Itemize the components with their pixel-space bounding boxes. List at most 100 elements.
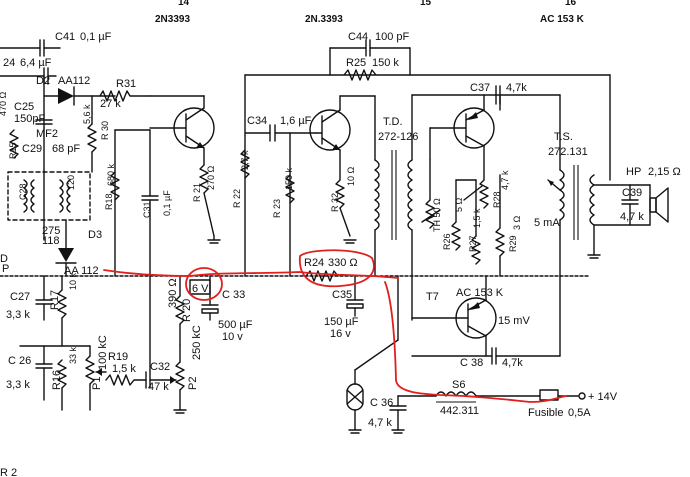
svg-text:C25: C25 [14, 101, 34, 113]
svg-text:+ 14V: + 14V [588, 391, 618, 403]
svg-text:C31: C31 [142, 201, 152, 218]
svg-text:D2: D2 [36, 75, 50, 87]
svg-text:R 22: R 22 [232, 189, 242, 208]
svg-text:R 23: R 23 [272, 199, 282, 218]
td-transformer: T.D. 272-126 [374, 94, 418, 321]
svg-text:C41: C41 [55, 31, 75, 43]
svg-text:16 v: 16 v [330, 328, 351, 340]
svg-text:100 kC: 100 kC [97, 335, 109, 370]
svg-text:AC 153 K: AC 153 K [456, 287, 504, 299]
svg-text:330 Ω: 330 Ω [328, 257, 358, 269]
r16-resistor: R16 33 k [51, 346, 78, 411]
svg-text:T.S.: T.S. [554, 131, 573, 143]
svg-text:TH 50 Ω: TH 50 Ω [432, 198, 442, 232]
p2-potentiometer: P2 250 kC [170, 325, 203, 414]
mf2-transformer: MF2 C29 68 pF C28 120 [7, 128, 91, 241]
c35-capacitor: C35 150 µF 16 v [324, 275, 364, 340]
transistor-type-3: AC 153 K [540, 14, 585, 25]
svg-text:390 Ω: 390 Ω [167, 278, 179, 308]
d3-diode: 275 118 D3 AA 112 D P [0, 219, 102, 277]
r21-resistor: R 21 270 Ω [192, 164, 221, 244]
svg-text:150 k: 150 k [284, 167, 294, 190]
svg-text:0,1 µF: 0,1 µF [80, 31, 112, 43]
svg-text:1,6 µF: 1,6 µF [280, 115, 312, 127]
r30-resistor: 5,6 k R 30 [82, 95, 110, 173]
svg-text:T7: T7 [426, 291, 439, 303]
svg-text:150 k: 150 k [372, 57, 399, 69]
svg-text:6,4 µF: 6,4 µF [20, 57, 52, 69]
c44-capacitor: C44 100 pF [329, 31, 411, 76]
svg-text:272.131: 272.131 [548, 146, 588, 158]
red-annotation [103, 249, 567, 403]
svg-text:P: P [2, 263, 9, 275]
svg-text:3 Ω: 3 Ω [512, 215, 522, 230]
corner-label: R 2 [0, 467, 17, 477]
svg-text:47 k: 47 k [148, 381, 169, 393]
transistor-t7: T7 AC 153 K 15 mV [411, 275, 530, 357]
svg-text:0,5A: 0,5A [568, 407, 591, 419]
svg-text:P1: P1 [91, 377, 103, 390]
svg-text:MF2: MF2 [36, 128, 58, 140]
transistor-type-1: 2N3393 [155, 14, 190, 25]
c38-capacitor: C 38 4,7k [411, 275, 561, 369]
svg-text:P2: P2 [187, 377, 199, 390]
c34-capacitor: C34 1,6 µF [244, 115, 317, 142]
collector-rail [149, 74, 611, 277]
c41-capacitor: C41 0,1 µF [0, 31, 112, 57]
svg-text:R26: R26 [442, 233, 452, 250]
svg-text:R24: R24 [304, 257, 324, 269]
svg-text:15 mV: 15 mV [498, 315, 530, 327]
svg-text:R 30: R 30 [100, 121, 110, 140]
svg-text:275: 275 [42, 225, 60, 237]
svg-text:27 k: 27 k [100, 98, 121, 110]
svg-text:R18: R18 [104, 193, 114, 210]
r17-resistor: R17 10 k [49, 272, 78, 347]
c26-capacitor: C 26 3,3 k [6, 345, 91, 401]
r32-resistor: R 32 10 Ω [330, 166, 357, 244]
svg-text:R31: R31 [116, 78, 136, 90]
d2-diode: D2 AA112 [36, 75, 116, 106]
svg-text:3,3 k: 3,3 k [6, 379, 30, 391]
svg-text:C29: C29 [22, 143, 42, 155]
svg-text:C 38: C 38 [460, 357, 483, 369]
svg-text:R27: R27 [468, 235, 478, 252]
svg-text:24: 24 [3, 57, 15, 69]
svg-text:442.311: 442.311 [440, 405, 479, 417]
svg-text:C44: C44 [348, 31, 368, 43]
svg-text:4,7 k: 4,7 k [368, 417, 392, 429]
transistor-t2 [309, 95, 376, 181]
svg-text:4,7 k: 4,7 k [500, 170, 510, 190]
svg-text:C28: C28 [18, 183, 28, 200]
svg-text:AA 112: AA 112 [64, 265, 99, 277]
svg-text:C37: C37 [470, 82, 490, 94]
svg-text:5,6 k: 5,6 k [82, 104, 92, 124]
r22-resistor: R 22 2,7 k [232, 149, 250, 208]
c32-capacitor: C32 47 k [145, 275, 173, 393]
transistor-t1 [149, 95, 215, 166]
svg-text:680 k: 680 k [106, 163, 116, 186]
r24-resistor: R24 330 Ω [304, 257, 358, 282]
svg-text:D: D [0, 253, 8, 265]
r15-resistor: 470 Ω R15 [0, 91, 19, 159]
transistor-type-2: 2N.3393 [305, 14, 343, 25]
six-volt-marker: 6 V [189, 279, 211, 295]
svg-text:10 k: 10 k [68, 272, 78, 290]
svg-text:150pF: 150pF [14, 113, 45, 125]
svg-text:1,5 k: 1,5 k [112, 363, 136, 375]
svg-text:33 k: 33 k [68, 346, 78, 364]
svg-text:470 Ω: 470 Ω [0, 91, 8, 116]
svg-text:C32: C32 [150, 361, 170, 373]
svg-text:4,7 k: 4,7 k [620, 211, 644, 223]
svg-text:1,5 k: 1,5 k [472, 208, 482, 228]
r23-resistor: R 23 150 k [272, 132, 295, 277]
svg-text:3,3 k: 3,3 k [6, 309, 30, 321]
fuse: Fusible 0,5A + 14V [528, 389, 618, 419]
svg-text:5 Ω: 5 Ω [454, 197, 464, 212]
svg-text:C27: C27 [10, 291, 30, 303]
svg-text:C35: C35 [332, 289, 352, 301]
speaker: HP 2,15 Ω C39 4,7 k [593, 166, 681, 226]
svg-text:R17: R17 [49, 290, 61, 310]
svg-text:R28: R28 [492, 191, 502, 208]
top-fig-label-2: 15 [420, 0, 432, 8]
